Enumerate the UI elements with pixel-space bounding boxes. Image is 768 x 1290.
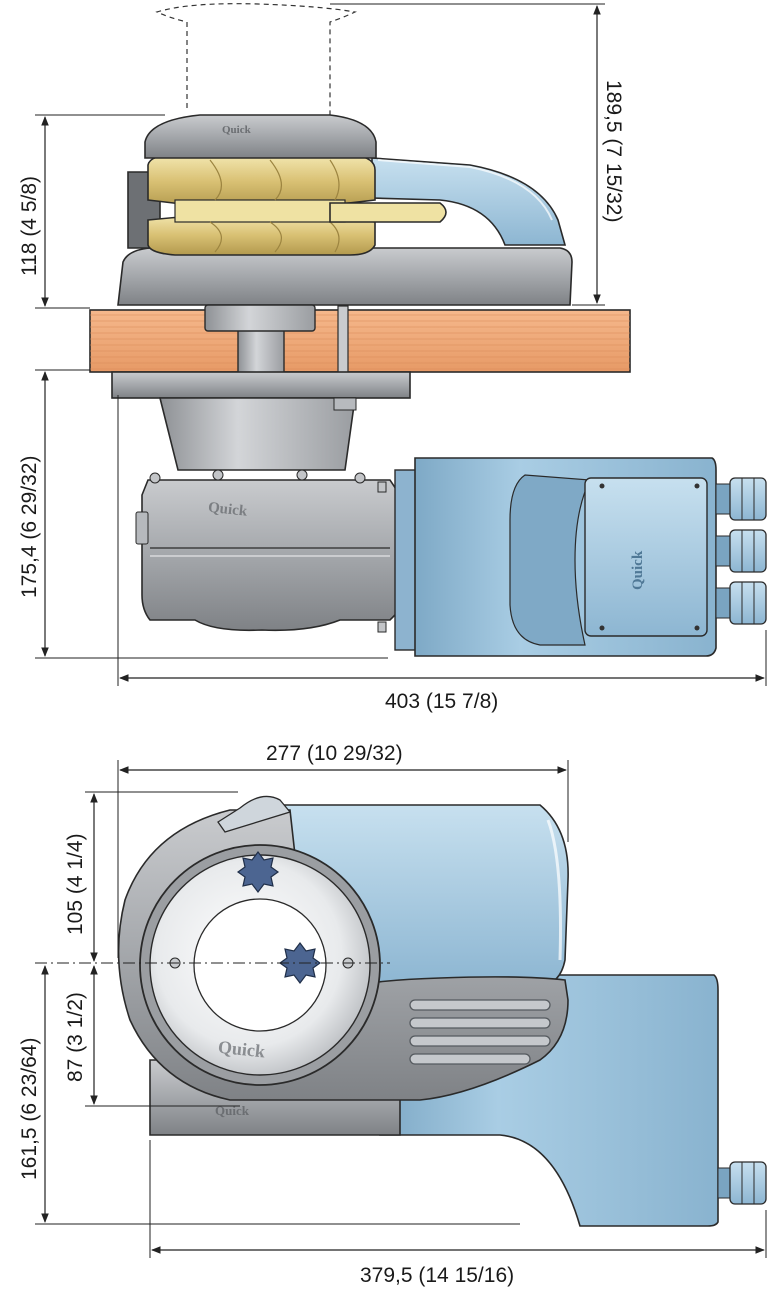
dim-side-length-label: 403 (15 7/8) [385, 690, 498, 713]
gypsy-wheel [147, 154, 447, 256]
dim-total-depth-label: 161,5 (6 23/64) [18, 1038, 41, 1180]
brand-logo-motor: Quick [630, 550, 646, 590]
top-dimensions [35, 760, 767, 1258]
brand-logo-gearbox: Quick [207, 500, 248, 520]
deck-plank [89, 309, 631, 373]
brand-logo-top: Quick [222, 124, 252, 136]
cable-gland-top [717, 1161, 767, 1205]
side-dimensions [35, 3, 767, 686]
base-collar [204, 304, 316, 332]
brand-logo-drum: Quick [217, 1037, 266, 1062]
dim-rear-offset-label: 87 (3 1/2) [64, 992, 87, 1082]
dim-top-length-label: 379,5 (14 15/16) [360, 1264, 514, 1287]
optional-capstan-outline [155, 3, 358, 118]
gearbox-neck [158, 397, 356, 471]
chain-stripper-arm [371, 157, 567, 246]
dim-total-height-label: 189,5 (7 15/32) [602, 80, 625, 222]
side-view: Quick Quick Quick [18, 3, 767, 713]
dim-front-radius-label: 105 (4 1/4) [64, 833, 87, 935]
brand-logo-gearbox-top: Quick [215, 1103, 250, 1118]
drum-center [193, 898, 327, 1032]
cable-glands [715, 477, 767, 625]
motor-flange [394, 469, 418, 651]
mounting-plate [111, 371, 411, 399]
motor-cover-plate [584, 477, 708, 637]
dim-above-deck-label: 118 (4 5/8) [18, 176, 41, 276]
gearbox [141, 479, 401, 632]
top-cover [144, 114, 377, 159]
top-view: Quick Quick [18, 742, 767, 1287]
dim-below-deck-label: 175,4 (6 29/32) [18, 456, 41, 598]
windlass-base [117, 247, 573, 306]
dim-top-width-label: 277 (10 29/32) [266, 742, 403, 765]
star-knob-upper [236, 851, 280, 893]
